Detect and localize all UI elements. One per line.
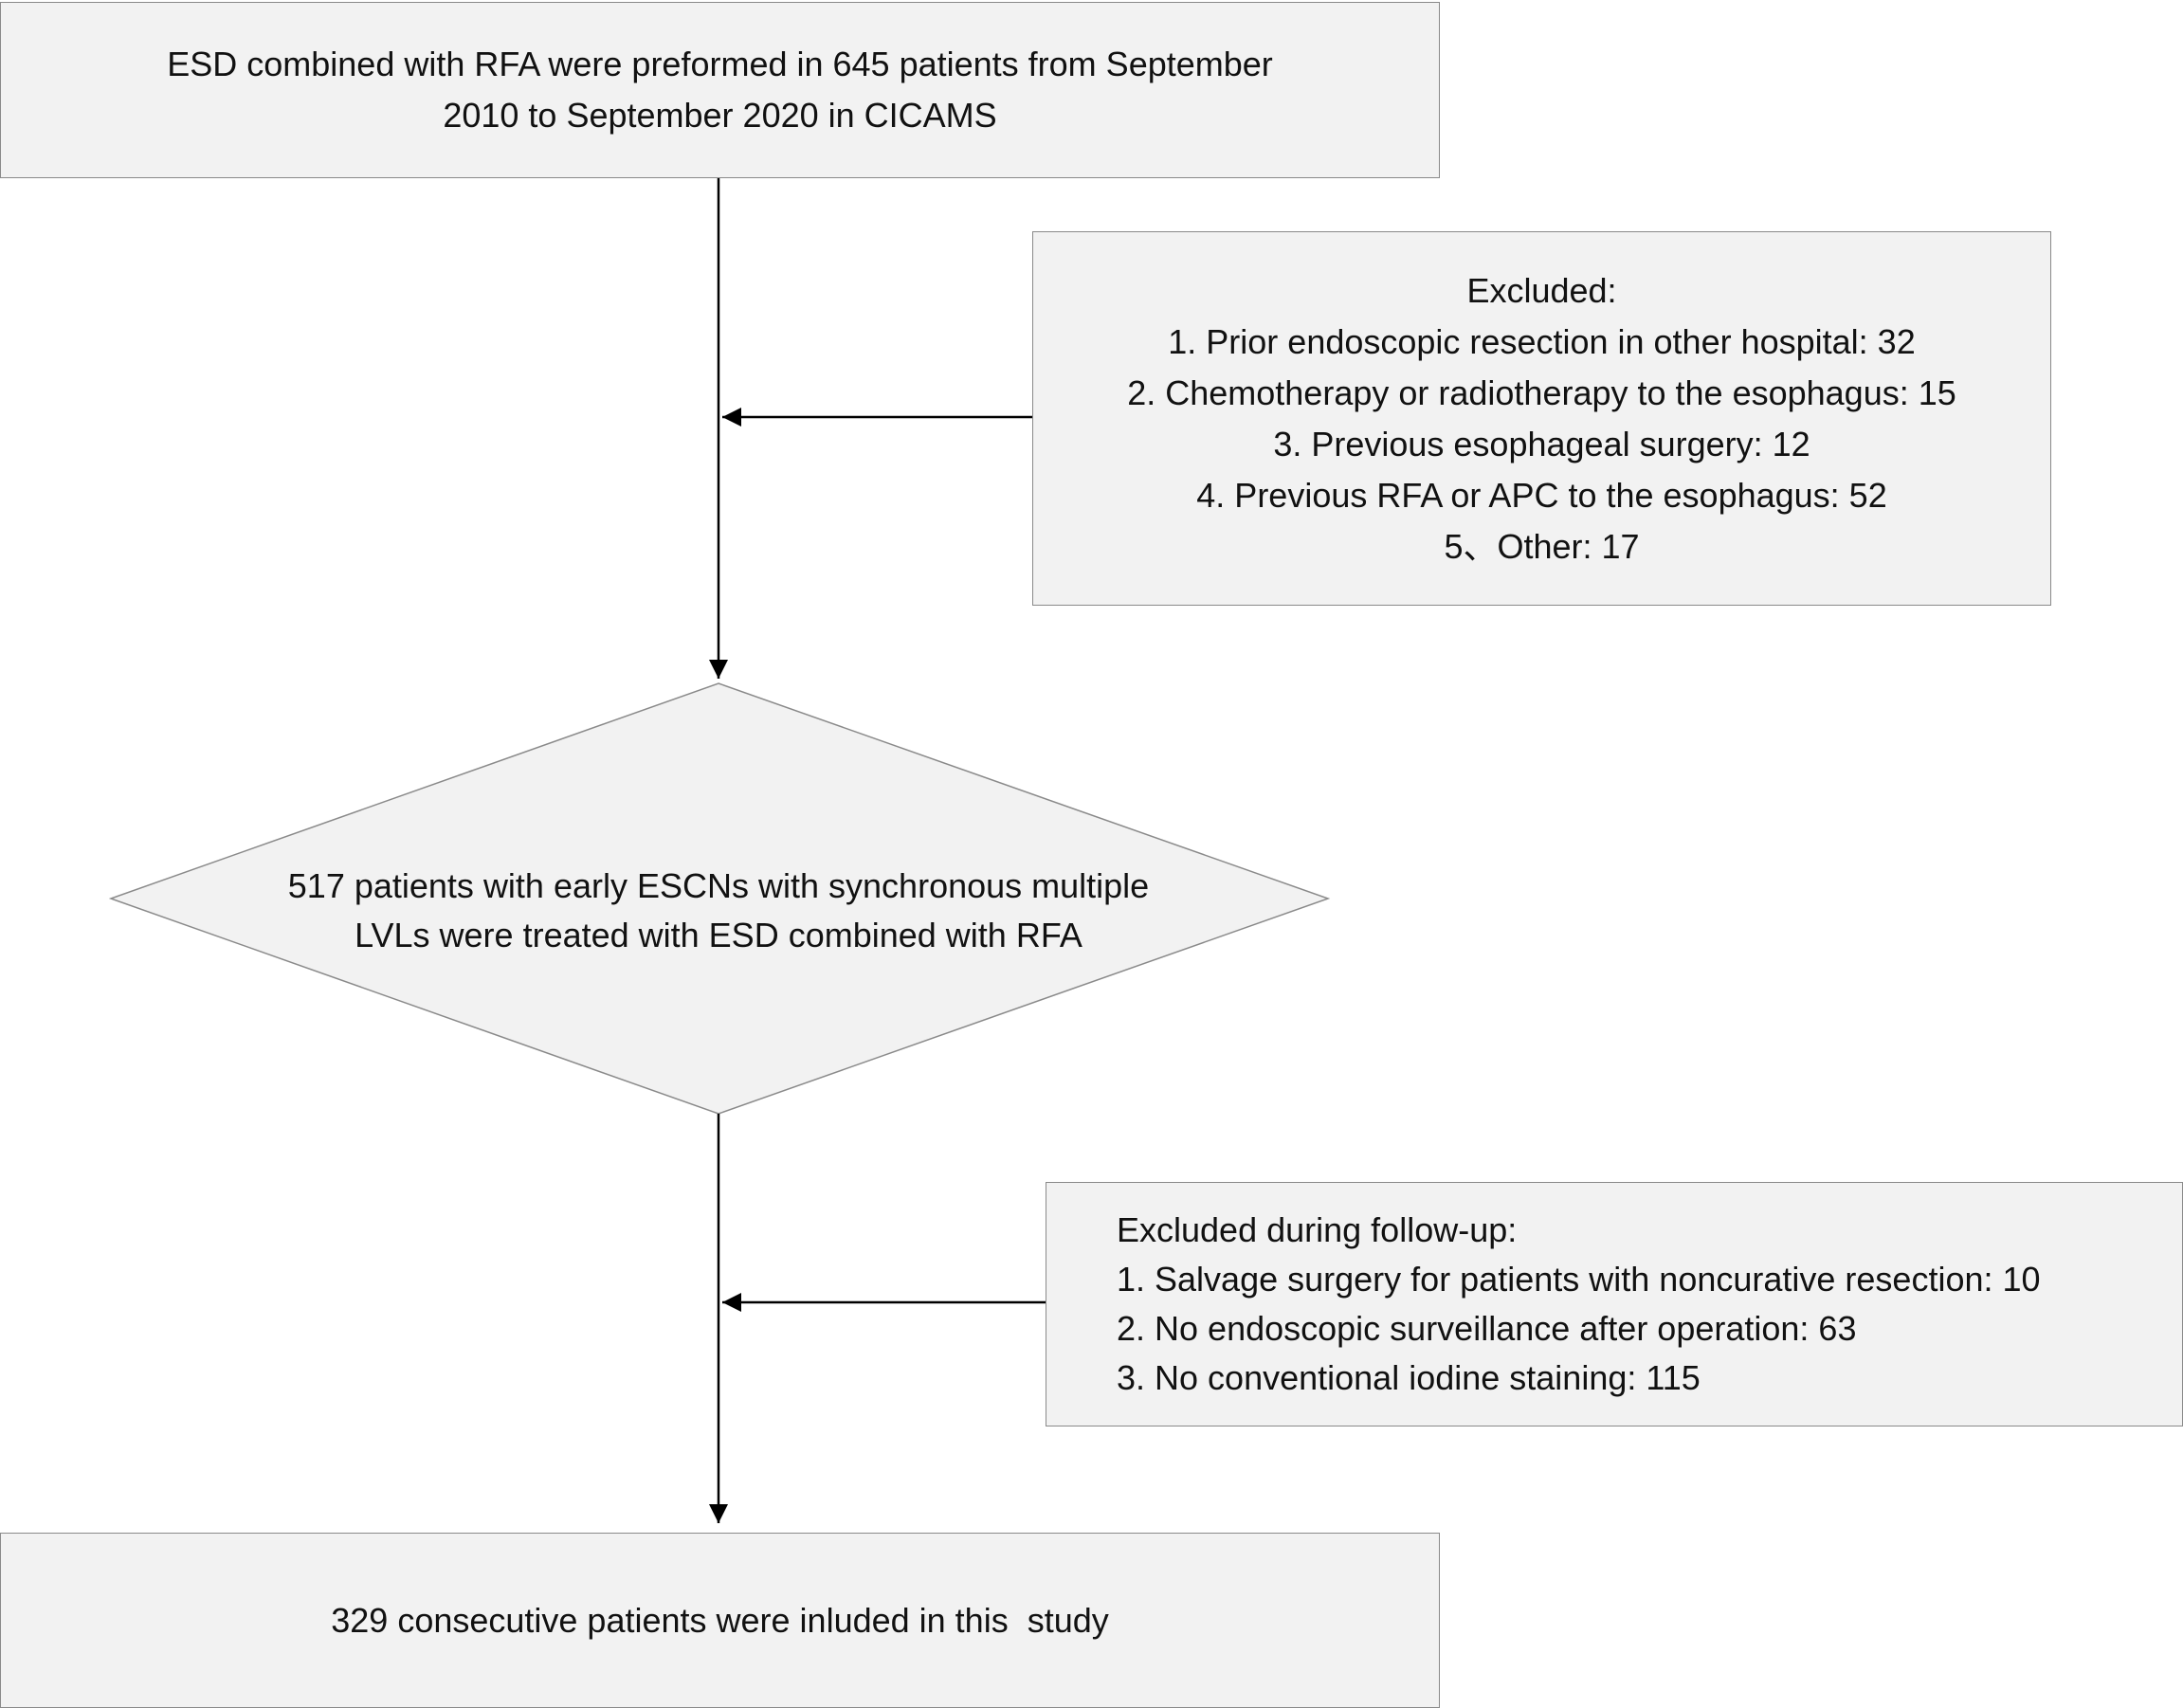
enrollment-box: ESD combined with RFA were preformed in … [0, 2, 1440, 178]
exclusion-box-baseline: Excluded: 1. Prior endoscopic resection … [1032, 231, 2051, 606]
exclusion-item: 1. Salvage surgery for patients with non… [1117, 1260, 2041, 1299]
exclusion-box-follow-up: Excluded during follow-up: 1. Salvage su… [1046, 1182, 2183, 1426]
exclusion-item: 5、Other: 17 [1444, 526, 1640, 566]
exclusion-item: 1. Prior endoscopic resection in other h… [1168, 321, 1916, 361]
decision-text-line: 517 patients with early ESCNs with synch… [287, 866, 1150, 905]
exclusion-item: 2. No endoscopic surveillance after oper… [1117, 1309, 1857, 1348]
enrollment-text-line: ESD combined with RFA were preformed in … [167, 45, 1273, 83]
final-cohort-box: 329 consecutive patients were inluded in… [0, 1533, 1440, 1708]
decision-text: 517 patients with early ESCNs with synch… [150, 854, 1287, 968]
exclusion-item: 3. Previous esophageal surgery: 12 [1273, 424, 1810, 463]
exclusion-heading: Excluded during follow-up: [1117, 1210, 1518, 1249]
decision-text-line: LVLs were treated with ESD combined with… [355, 916, 1082, 954]
exclusion-heading: Excluded: [1466, 270, 1617, 310]
enrollment-text-line: 2010 to September 2020 in CICAMS [443, 96, 997, 135]
exclusion-item: 2. Chemotherapy or radiotherapy to the e… [1127, 372, 1956, 412]
exclusion-item: 4. Previous RFA or APC to the esophagus:… [1196, 475, 1887, 515]
final-cohort-text: 329 consecutive patients were inluded in… [331, 1600, 1109, 1640]
exclusion-item: 3. No conventional iodine staining: 115 [1117, 1358, 1701, 1397]
